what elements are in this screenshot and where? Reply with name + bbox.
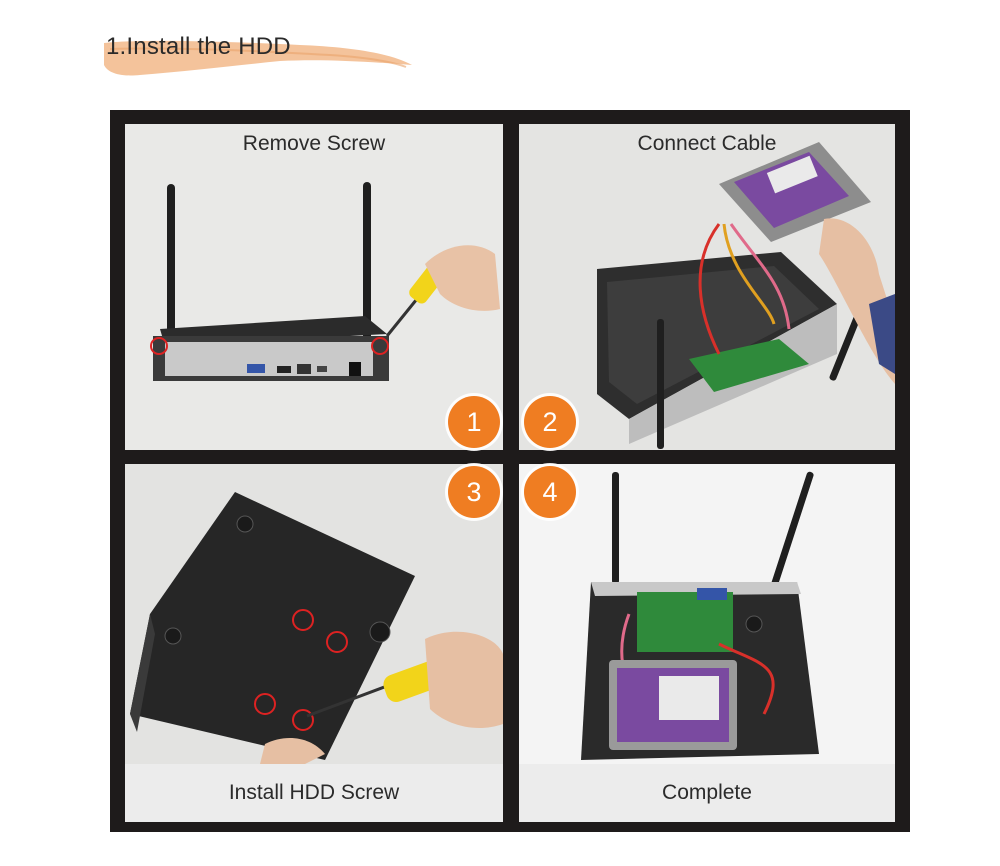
step-4-panel: Complete: [519, 464, 895, 822]
step-3-caption-bar: [125, 764, 503, 822]
step-3-caption: Install HDD Screw: [228, 781, 400, 804]
step-1-caption: Remove Screw: [242, 132, 386, 155]
nvr-remove-screw-image: [150, 182, 500, 381]
step-2-badge: 2: [524, 396, 576, 448]
nvr-connect-cable-image: [597, 142, 895, 449]
step-3-panel: Install HDD Screw: [125, 464, 503, 822]
section-header: 1.Install the HDD: [100, 25, 420, 85]
step-3-badge: 3: [448, 466, 500, 518]
step-1-badge: 1: [448, 396, 500, 448]
step-4-caption: Complete: [662, 781, 752, 804]
step-2-panel: Connect Cable: [519, 124, 895, 450]
nvr-install-hdd-screw-image: [130, 492, 503, 764]
step-4-badge: 4: [524, 466, 576, 518]
section-title: 1.Install the HDD: [106, 33, 291, 60]
nvr-complete-image: [581, 471, 819, 760]
step-4-caption-bar: [519, 764, 895, 822]
step-1-panel: Remove Screw: [125, 124, 503, 450]
step-2-caption: Connect Cable: [637, 132, 777, 155]
brush-stroke-decoration: [104, 40, 412, 76]
